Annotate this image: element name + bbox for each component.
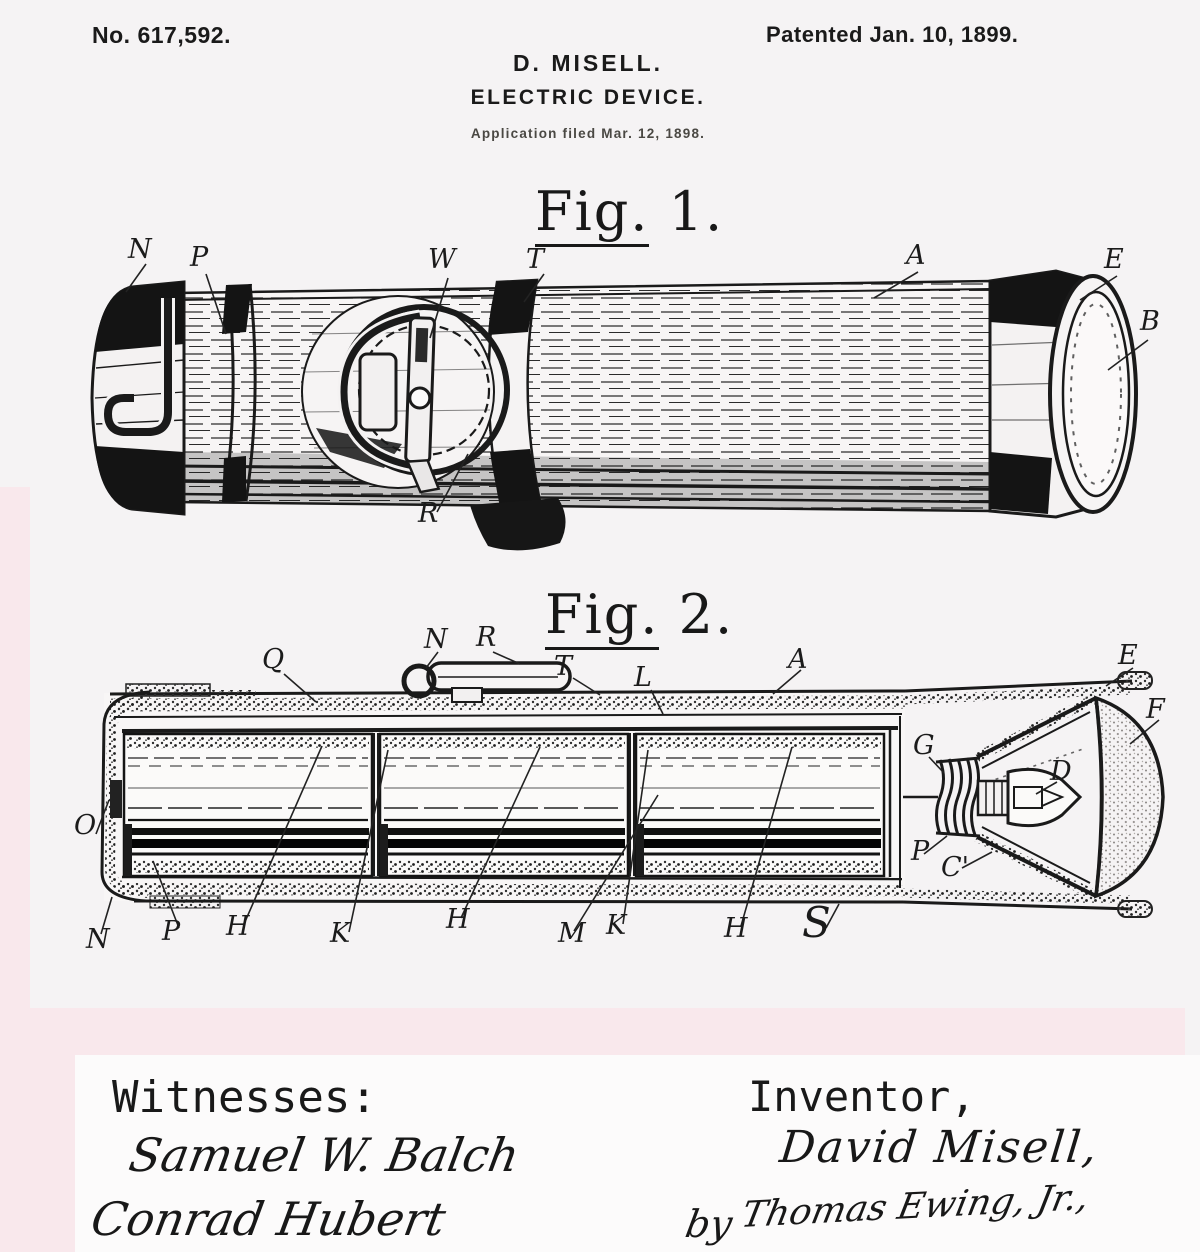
fig1-drawing bbox=[90, 263, 1149, 551]
by-prefix: by bbox=[682, 1202, 736, 1246]
fig1-lens bbox=[1061, 290, 1131, 498]
fig2-label-A: A bbox=[788, 644, 808, 675]
fig1-label-A: A bbox=[906, 240, 926, 271]
fig1-caption-number: 1. bbox=[668, 180, 725, 243]
fig2-label-H2: H bbox=[446, 904, 470, 935]
fig2-battery-cells bbox=[110, 732, 886, 878]
left-pink-strip bbox=[0, 487, 30, 1008]
fig2-label-E: E bbox=[1118, 640, 1138, 671]
fig2-label-N-bottom: N bbox=[86, 924, 110, 955]
fig2-bulb bbox=[976, 767, 1083, 828]
fig1-end-cap bbox=[90, 280, 186, 516]
fig2-label-L: L bbox=[634, 662, 652, 693]
inventor-label: Inventor, bbox=[748, 1072, 976, 1121]
fig1-caption-word: Fig. bbox=[535, 180, 650, 247]
signature-paper-block bbox=[75, 1055, 1200, 1252]
fig2-label-N-top: N bbox=[424, 624, 448, 655]
fig2-case bbox=[100, 683, 906, 909]
fig1-label-R: R bbox=[418, 498, 439, 529]
patent-number: No. 617,592. bbox=[92, 22, 231, 48]
fig1-hook bbox=[103, 298, 172, 436]
fig2-reflector bbox=[974, 693, 1165, 901]
pink-band bbox=[0, 1008, 1185, 1055]
fig1-caption: Fig. 1. bbox=[535, 180, 725, 247]
fig1-label-B: B bbox=[1140, 306, 1160, 337]
fig2-label-K1: K bbox=[330, 918, 351, 949]
fig2-label-P-bottom: P bbox=[162, 916, 181, 947]
fig1-barrel bbox=[173, 279, 992, 513]
fig2-drawing bbox=[95, 651, 1165, 935]
inventor-heading: D. MISELL. bbox=[512, 50, 664, 76]
fig1-label-E: E bbox=[1104, 244, 1124, 275]
fig1-switch bbox=[301, 295, 510, 494]
left-pink-block bbox=[0, 1055, 75, 1252]
fig2-caption: Fig. 2. bbox=[545, 583, 735, 650]
fig2-label-H3: H bbox=[724, 913, 748, 944]
fig1-lamp-head bbox=[988, 269, 1138, 519]
fig2-clip bbox=[401, 661, 572, 703]
fig2-caption-word: Fig. bbox=[545, 583, 660, 650]
fig1-label-W: W bbox=[428, 244, 456, 275]
fig2-label-C-prime: C' bbox=[941, 852, 970, 883]
fig2-label-S: S bbox=[802, 898, 831, 947]
invention-title: ELECTRIC DEVICE. bbox=[470, 86, 706, 109]
fig2-label-O: O bbox=[74, 810, 97, 841]
fig2-label-G: G bbox=[913, 730, 935, 761]
fig2-label-M: M bbox=[558, 918, 586, 949]
application-line: Application filed Mar. 12, 1898. bbox=[470, 126, 706, 141]
fig2-label-D: D bbox=[1050, 756, 1072, 787]
fig2-caption-number: 2. bbox=[678, 583, 735, 646]
fig1-switch-lever bbox=[404, 316, 441, 494]
fig2-label-Q: Q bbox=[262, 644, 285, 675]
fig2-label-K2: K bbox=[606, 910, 627, 941]
fig1-label-N: N bbox=[128, 234, 152, 265]
fig1-retaining-band bbox=[470, 278, 566, 551]
inventor-name: David Misell, bbox=[777, 1122, 1102, 1173]
fig1-label-P: P bbox=[190, 242, 209, 273]
fig2-end-contact bbox=[110, 780, 122, 818]
fig1-collar-band bbox=[222, 283, 257, 503]
witness-signature-1: Samuel W. Balch bbox=[125, 1128, 524, 1182]
fig1-leader-lines bbox=[125, 263, 1149, 513]
fig2-leader-lines bbox=[95, 651, 1160, 935]
fig2-label-R-top: R bbox=[476, 622, 497, 653]
fig1-label-T: T bbox=[526, 244, 545, 275]
witness-signature-2: Conrad Hubert bbox=[87, 1192, 450, 1246]
fig2-label-H1: H bbox=[226, 911, 250, 942]
patent-date: Patented Jan. 10, 1899. bbox=[766, 22, 1019, 47]
fig2-label-T: T bbox=[554, 651, 573, 682]
fig2-label-F: F bbox=[1146, 694, 1165, 725]
witnesses-heading: Witnesses: bbox=[112, 1072, 377, 1123]
fig2-label-P-socket: P bbox=[911, 836, 930, 867]
fig2-lens bbox=[1093, 695, 1165, 899]
